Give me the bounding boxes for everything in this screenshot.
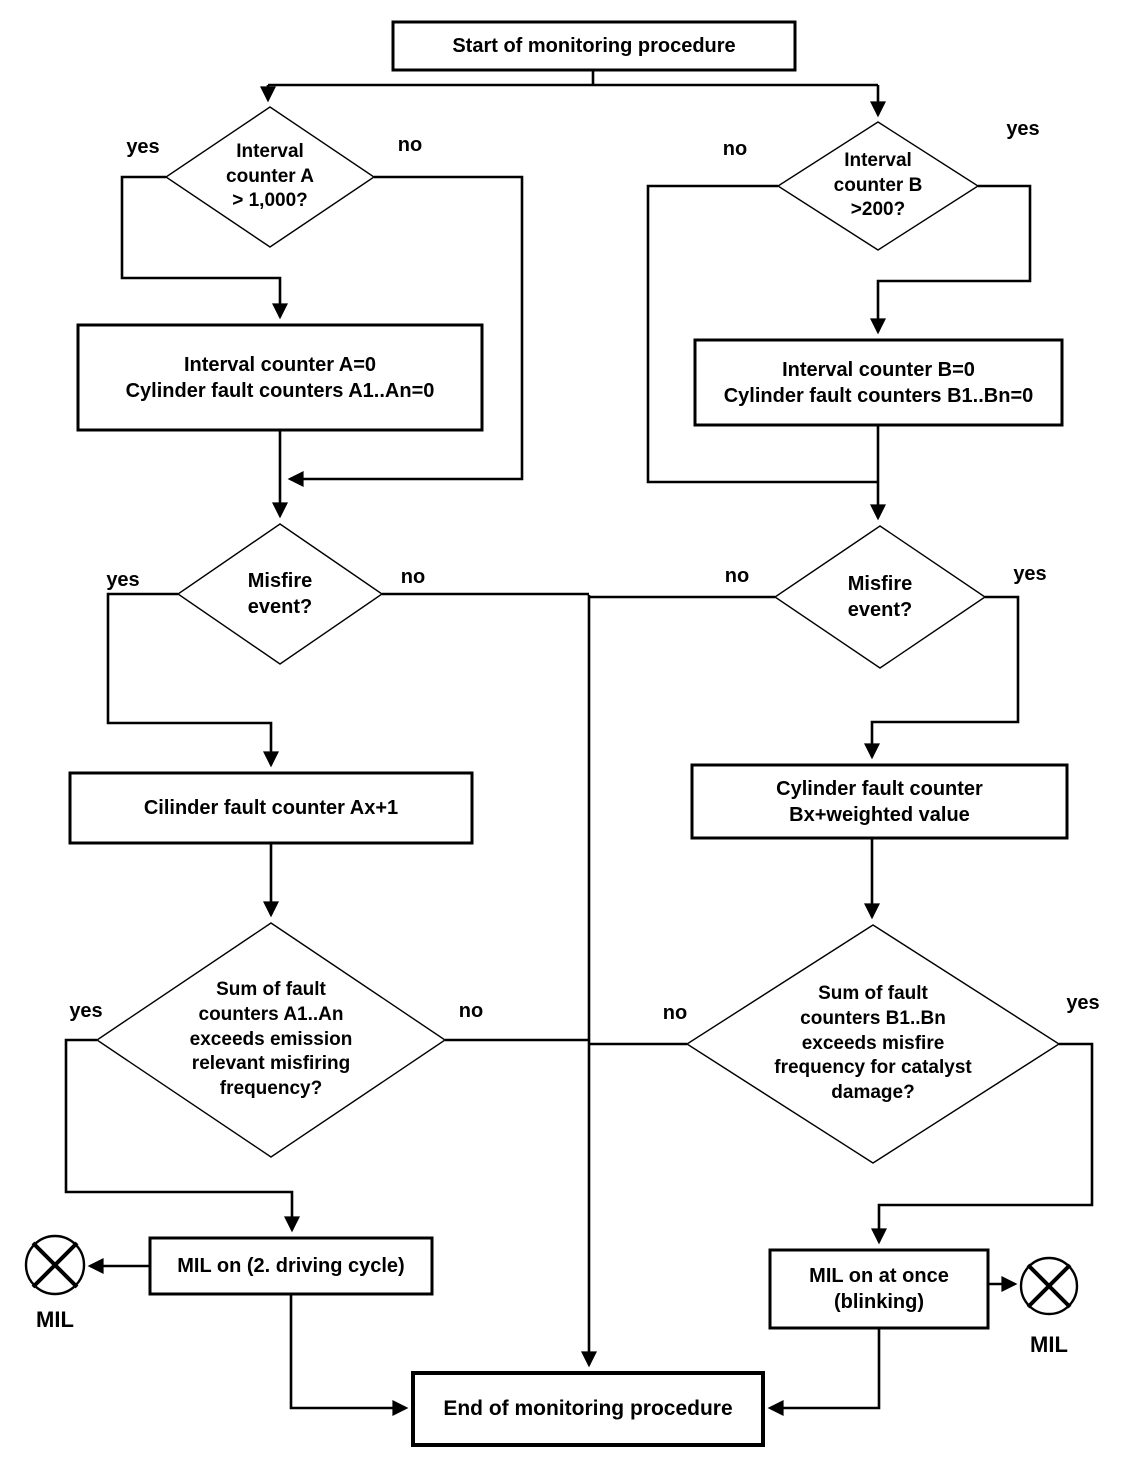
decision-sum-b-label: Sum of fault counters B1..Bn exceeds mis… (774, 983, 972, 1104)
end-node-label: End of monitoring procedure (443, 1397, 733, 1421)
end-node-shape (411, 1371, 765, 1447)
edge-label-ma-no: no (400, 566, 426, 588)
fault-b-node-shape (690, 763, 1069, 840)
fault-a-node-shape (68, 771, 474, 845)
decision-sum-b-shape (685, 924, 1061, 1164)
mil-a-node-label: MIL on (2. driving cycle) (177, 1255, 405, 1277)
reset-a-node-label: Interval counter A=0 Cylinder fault coun… (125, 353, 435, 402)
edge-a-no (287, 175, 524, 487)
decision-interval-b-shape (776, 121, 980, 251)
decision-misfire-b-label: Misfire event? (847, 573, 913, 621)
mil-b-node-shape (768, 1248, 990, 1330)
mil-lamp-left-label: MIL (36, 1306, 74, 1332)
decision-sum-a-label: Sum of fault counters A1..An exceeds emi… (189, 979, 353, 1100)
edge-misfire-a-yes (106, 592, 279, 768)
reset-a-node-shape (76, 323, 484, 432)
edge-label-a-yes: yes (126, 136, 160, 158)
edge-a-yes (120, 175, 288, 320)
mil-b-node-label: MIL on at once (blinking) (809, 1265, 949, 1313)
edge-label-ma-yes: yes (106, 569, 140, 591)
decision-interval-a-label: Interval counter A > 1,000? (226, 140, 314, 212)
fault-a-node-label: Cilinder fault counter Ax+1 (143, 797, 399, 819)
edge-label-a-no: no (397, 134, 423, 156)
edge-label-mb-no: no (724, 565, 750, 587)
edge-mil-b-to-end (767, 1328, 881, 1416)
edge-sum-b-yes (871, 1042, 1094, 1245)
start-node-shape (391, 20, 797, 72)
edge-sum-a-yes (64, 1038, 300, 1233)
start-node-label: Start of monitoring procedure (452, 35, 736, 57)
edge-mil-a-to-end (289, 1294, 409, 1416)
decision-misfire-a-label: Misfire event? (247, 570, 313, 618)
mil-lamp-right-cross (1026, 1263, 1072, 1309)
edge-label-b-no: no (722, 138, 748, 160)
edge-label-sb-no: no (662, 1002, 688, 1024)
edge-label-sa-no: no (458, 1000, 484, 1022)
mil-lamp-right-label: MIL (1030, 1331, 1068, 1357)
decision-misfire-b-shape (773, 525, 987, 669)
edge-misfire-b-yes (864, 595, 1020, 760)
edge-label-mb-yes: yes (1013, 563, 1047, 585)
fault-b-node-label: Cylinder fault counter Bx+weighted value (776, 777, 983, 826)
mil-a-node-shape (148, 1236, 434, 1296)
edge-label-sa-yes: yes (69, 1000, 103, 1022)
edge-b-yes (870, 184, 1032, 335)
edge-label-b-yes: yes (1006, 118, 1040, 140)
decision-interval-b-label: Interval counter B >200? (833, 149, 923, 221)
decision-sum-a-shape (95, 922, 447, 1158)
edge-b-no (646, 184, 878, 484)
mil-lamp-left-cross (31, 1241, 79, 1289)
reset-b-node-shape (693, 338, 1064, 427)
edge-label-sb-yes: yes (1066, 992, 1100, 1014)
decision-interval-a-shape (164, 106, 376, 248)
decision-misfire-a-shape (176, 523, 384, 665)
reset-b-node-label: Interval counter B=0 Cylinder fault coun… (723, 358, 1034, 407)
